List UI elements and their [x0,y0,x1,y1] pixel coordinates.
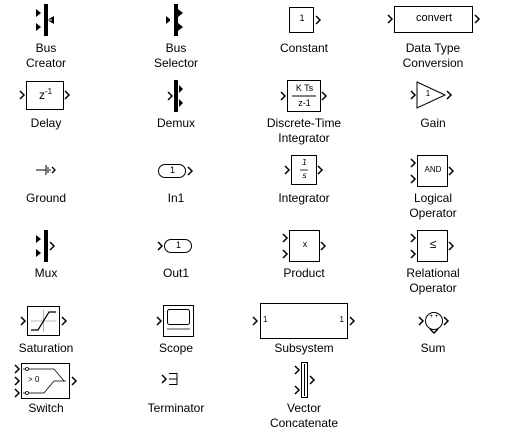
product-label: Product [283,266,325,280]
bus-selector-icon [166,4,183,36]
ground-block[interactable] [34,160,58,182]
discrete-time-integrator-icon [280,80,328,112]
bus-selector-label: Bus Selector [153,41,199,70]
in1-label: In1 [167,191,185,205]
ground-icon [36,165,56,175]
ground-label: Ground [25,191,67,205]
scope-label: Scope [158,341,194,355]
bus-creator-block[interactable] [30,2,60,38]
dti-denominator: z-1 [298,98,311,108]
integrator-block[interactable]: 1 s [284,154,324,186]
data-type-conversion-block[interactable]: convert [386,5,482,35]
switch-block[interactable]: > 0 [14,362,78,400]
sum-label: Sum [420,341,446,355]
terminator-icon [161,373,178,385]
out1-label: Out1 [162,266,190,280]
subsystem-label: Subsystem [274,341,334,355]
subsystem-icon [252,303,356,339]
bus-creator-label: Bus Creator [25,41,67,70]
scope-block[interactable] [156,303,196,339]
switch-icon [14,363,78,399]
inport-icon [158,164,194,178]
scope-icon [156,305,194,337]
subsystem-block[interactable]: 1 1 [252,302,356,340]
vector-concatenate-block[interactable] [292,360,318,400]
terminator-label: Terminator [147,401,205,415]
discrete-time-integrator-block[interactable]: K Ts z-1 [280,78,328,114]
logical-operator-text: AND [424,165,442,174]
data-type-conversion-icon [387,6,481,33]
delay-exponent: -1 [44,87,53,96]
subsystem-in-port: 1 [263,315,268,324]
switch-text: > 0 [28,375,40,384]
out1-block[interactable]: 1 [156,237,196,255]
bus-selector-block[interactable] [160,2,190,38]
data-type-conversion-text: convert [415,12,453,24]
constant-value: 1 [299,13,305,23]
product-icon [282,230,327,262]
logical-operator-label: Logical Operator [409,191,457,220]
sum-block[interactable]: + + [416,307,452,337]
relational-operator-block[interactable]: ≤ [410,229,456,263]
gain-triangle-icon [410,81,453,109]
bus-creator-icon [36,4,54,36]
demux-icon [167,80,183,112]
constant-block[interactable]: 1 [288,6,322,34]
logical-operator-block[interactable]: AND [410,154,456,188]
in1-block[interactable]: 1 [156,162,196,180]
delay-label: Delay [30,116,62,130]
demux-label: Demux [156,116,196,130]
dti-numerator: K Ts [295,83,314,93]
integrator-denominator: s [302,171,307,180]
relational-operator-label: Relational Operator [406,266,460,295]
gain-value: 1 [425,89,431,98]
mux-label: Mux [34,266,58,280]
constant-icon [289,7,322,33]
mux-icon [36,230,56,262]
out1-port-number: 1 [175,240,181,250]
saturation-icon [20,306,68,336]
relational-operator-text: ≤ [429,237,437,251]
outport-icon [157,239,192,253]
relational-operator-icon [410,230,455,262]
product-block[interactable]: x [282,229,327,263]
discrete-time-integrator-label: Discrete-Time Integrator [266,116,342,145]
demux-block[interactable] [160,78,190,114]
delay-z: z [38,88,45,102]
product-text: x [302,239,308,249]
vector-concatenate-icon [294,362,316,398]
saturation-block[interactable] [20,304,70,338]
gain-label: Gain [420,116,446,130]
integrator-label: Integrator [278,191,330,205]
terminator-block[interactable] [160,370,184,388]
saturation-label: Saturation [18,341,74,355]
integrator-icon [284,155,324,185]
logical-operator-icon [410,155,455,187]
vector-concatenate-label: Vector Concatenate [269,401,339,430]
integrator-numerator: 1 [301,158,308,167]
sum-icon [418,312,450,335]
subsystem-out-port: 1 [339,315,344,324]
gain-block[interactable]: 1 [410,79,456,111]
switch-label: Switch [28,401,64,415]
delay-block[interactable]: z-1 [18,80,72,112]
delay-text: z-1 [27,87,64,102]
constant-label: Constant [279,41,329,55]
sum-signs: + + [429,314,439,320]
in1-port-number: 1 [169,165,175,175]
mux-block[interactable] [30,228,60,264]
delay-icon [19,81,71,110]
data-type-conversion-label: Data Type Conversion [402,41,464,70]
